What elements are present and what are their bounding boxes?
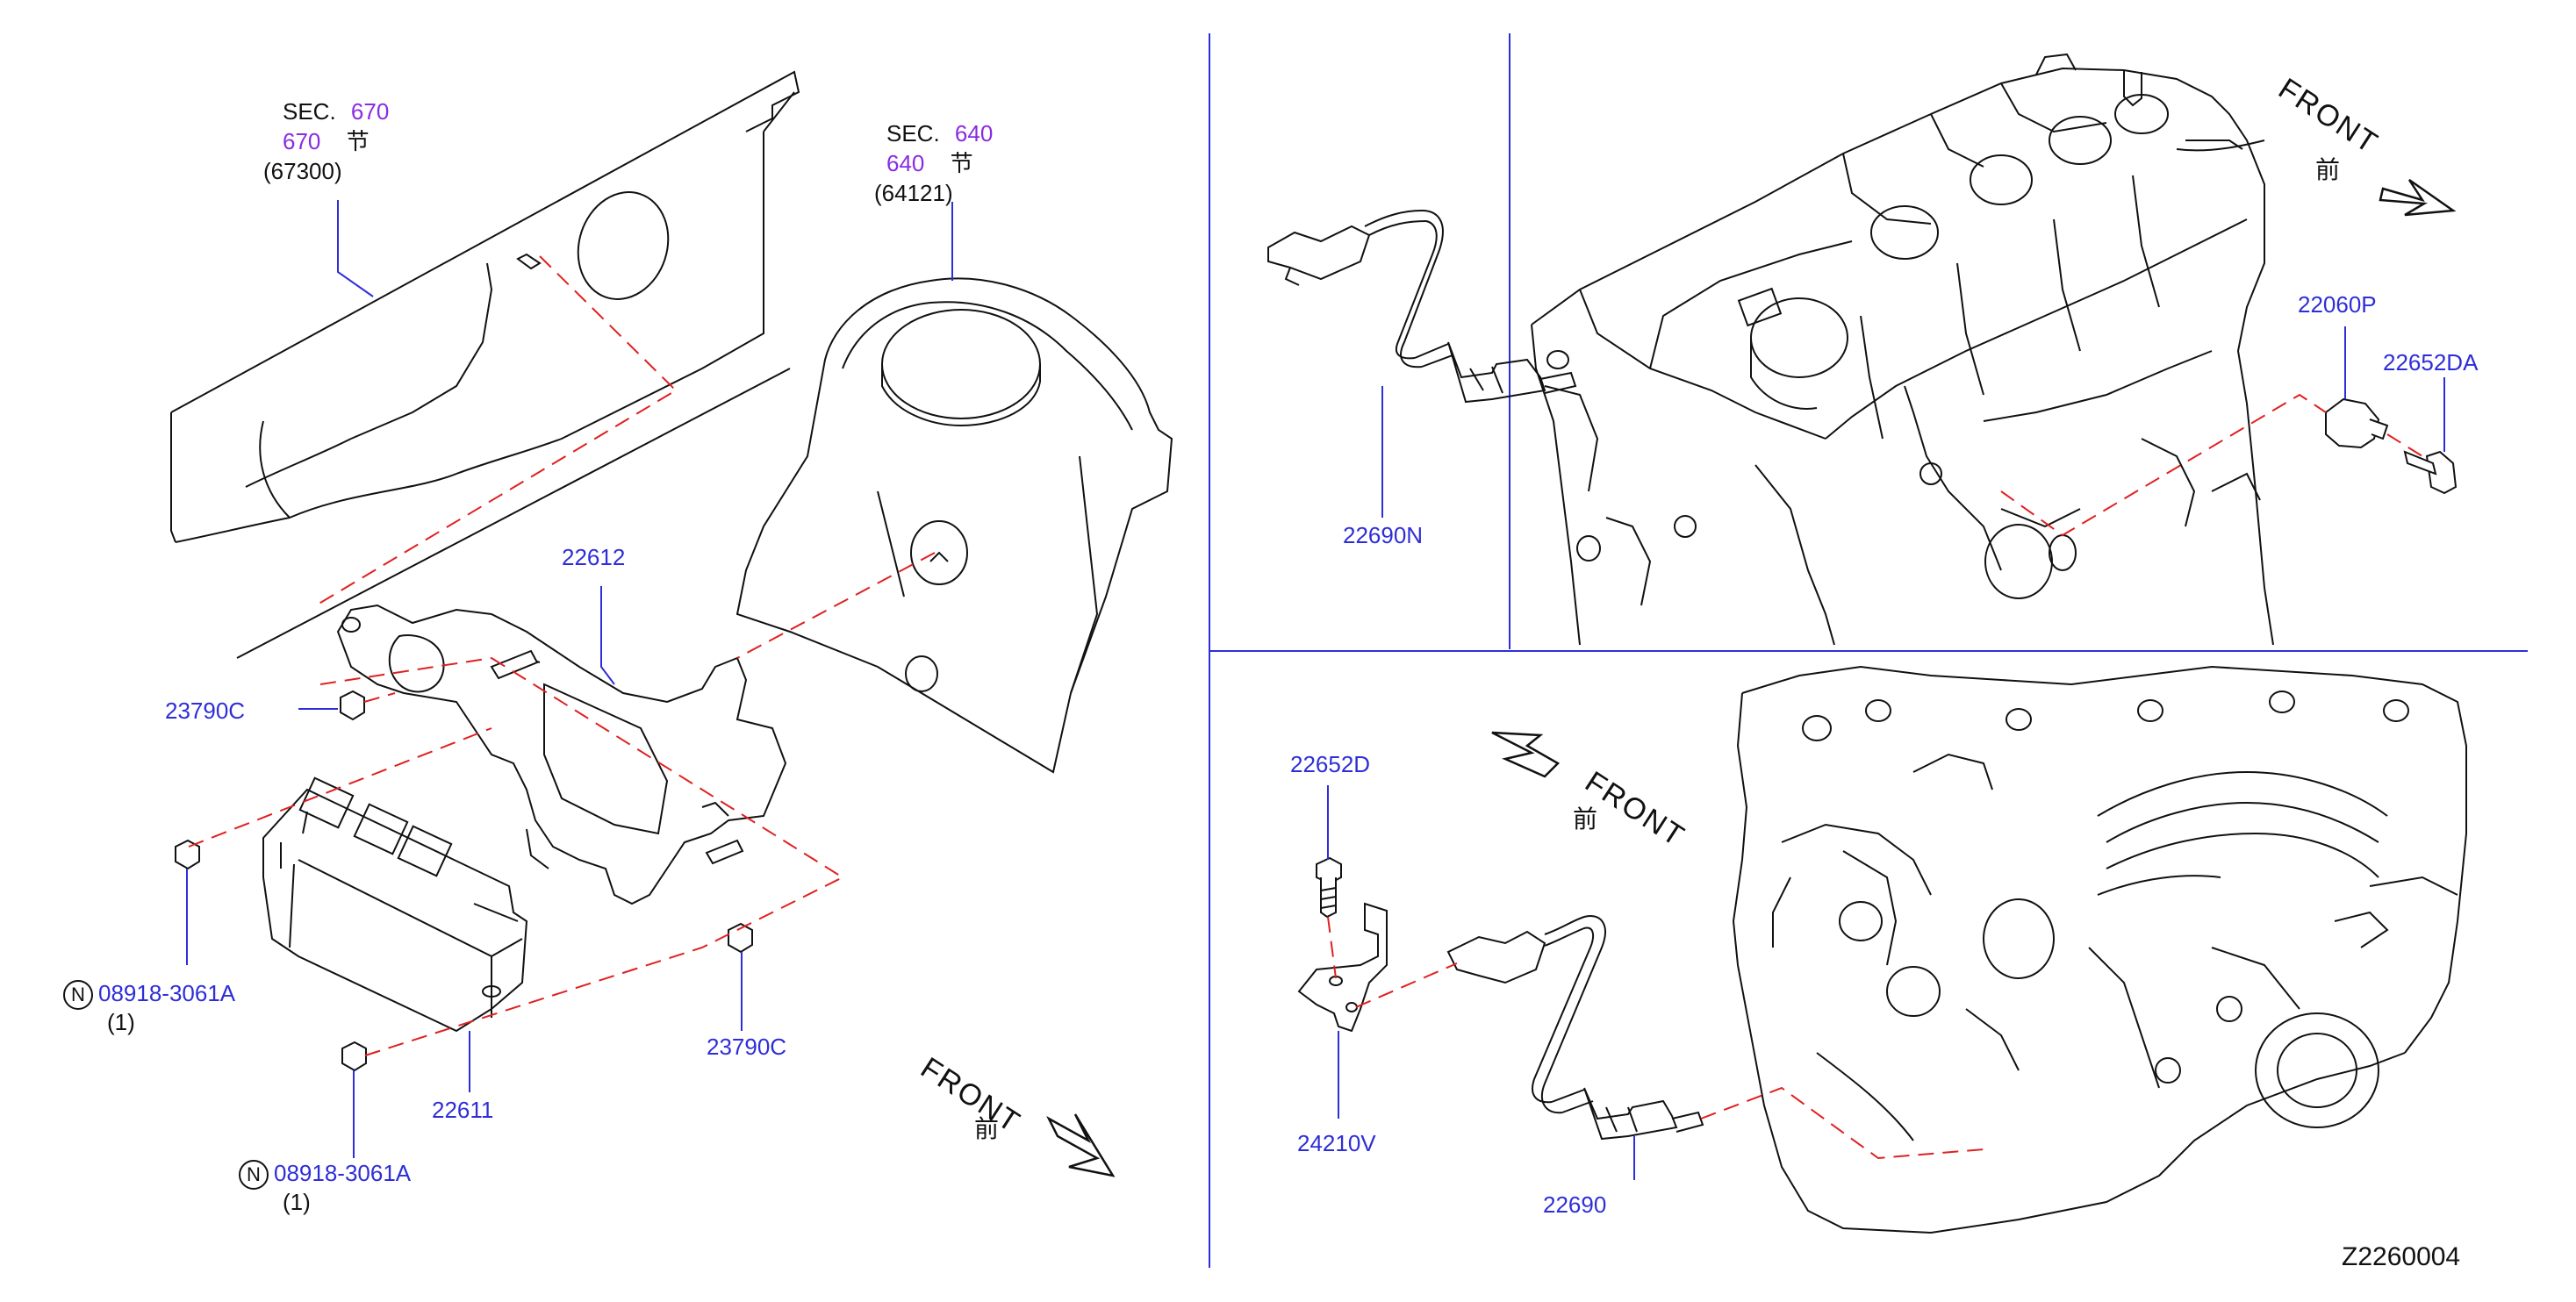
n-symbol-b: N — [239, 1160, 269, 1191]
bolt-22652d-drawing — [1317, 858, 1341, 917]
dashed-guides-bottom-right — [1328, 917, 1984, 1158]
knock-sensor-drawing — [2326, 399, 2456, 493]
part-23790c-left-label[interactable]: 23790C — [165, 698, 246, 724]
dashed-guides-top-right — [2001, 395, 2422, 535]
part-22690n-label[interactable]: 22690N — [1343, 522, 1424, 548]
diagram-id: Z2260004 — [2342, 1242, 2461, 1271]
nuts-drawing — [176, 691, 752, 1070]
part-22611-label[interactable]: 22611 — [432, 1097, 494, 1123]
strut-housing-drawing — [737, 278, 1172, 772]
ecm-unit-drawing — [263, 778, 527, 1031]
part-22690-label[interactable]: 22690 — [1543, 1191, 1607, 1218]
sec640-number-cn[interactable]: 640 — [886, 150, 925, 176]
part-08918-a-qty: (1) — [107, 1009, 135, 1035]
dashed-guides-left — [189, 256, 935, 1057]
front-kanji-bottom-right: 前 — [1573, 805, 1598, 833]
front-kanji-top-right: 前 — [2315, 155, 2341, 184]
dash-panel-drawing — [171, 72, 799, 658]
sec670-sec-text: SEC. — [283, 98, 336, 125]
sec640-number[interactable]: 640 — [954, 120, 994, 147]
leader-lines-bottom-right — [1328, 785, 1634, 1180]
sec670-label: SEC. 670 — [283, 98, 389, 125]
sec640-jie-char: 节 — [950, 151, 973, 177]
front-arrow-left — [1049, 1114, 1113, 1176]
part-22652da-label[interactable]: 22652DA — [2383, 349, 2479, 376]
bracket-24210v-drawing — [1299, 904, 1387, 1031]
part-22060p-label[interactable]: 22060P — [2298, 291, 2377, 318]
sec640-label: SEC. 640 — [886, 120, 993, 147]
front-arrow-top-right — [2380, 180, 2453, 215]
sec670-cn-label: 670 节 — [283, 128, 370, 155]
engine-bottom-drawing — [1733, 667, 2466, 1233]
part-22612-label[interactable]: 22612 — [562, 544, 626, 570]
part-24210v-label[interactable]: 24210V — [1297, 1130, 1376, 1156]
sec640-sec-text: SEC. — [886, 120, 940, 147]
sec670-part-number: (67300) — [263, 158, 342, 184]
part-08918-b-qty: (1) — [283, 1189, 311, 1215]
part-08918-a-number[interactable]: 08918-3061A — [98, 980, 236, 1006]
o2-sensor-top-drawing — [1268, 211, 1575, 402]
panel-dividers — [1209, 33, 2528, 1268]
part-08918-b-number[interactable]: 08918-3061A — [274, 1160, 412, 1186]
sec670-number[interactable]: 670 — [350, 98, 390, 125]
sec670-number-cn[interactable]: 670 — [283, 128, 321, 154]
front-arrow-bottom-right — [1492, 733, 1558, 776]
part-22652d-label[interactable]: 22652D — [1290, 751, 1371, 777]
o2-sensor-bottom-drawing — [1448, 916, 1703, 1139]
n-symbol-a: N — [63, 980, 93, 1011]
sec670-jie-char: 节 — [346, 129, 370, 155]
leader-lines-top-right — [1382, 326, 2444, 518]
sec640-part-number: (64121) — [874, 180, 953, 206]
bracket-studs — [492, 651, 743, 863]
front-kanji-left: 前 — [974, 1114, 1000, 1143]
part-23790c-right-label[interactable]: 23790C — [707, 1034, 787, 1060]
sec640-cn-label: 640 节 — [886, 150, 973, 177]
leader-lines-left — [187, 200, 952, 1158]
engine-top-drawing — [1532, 54, 2273, 645]
